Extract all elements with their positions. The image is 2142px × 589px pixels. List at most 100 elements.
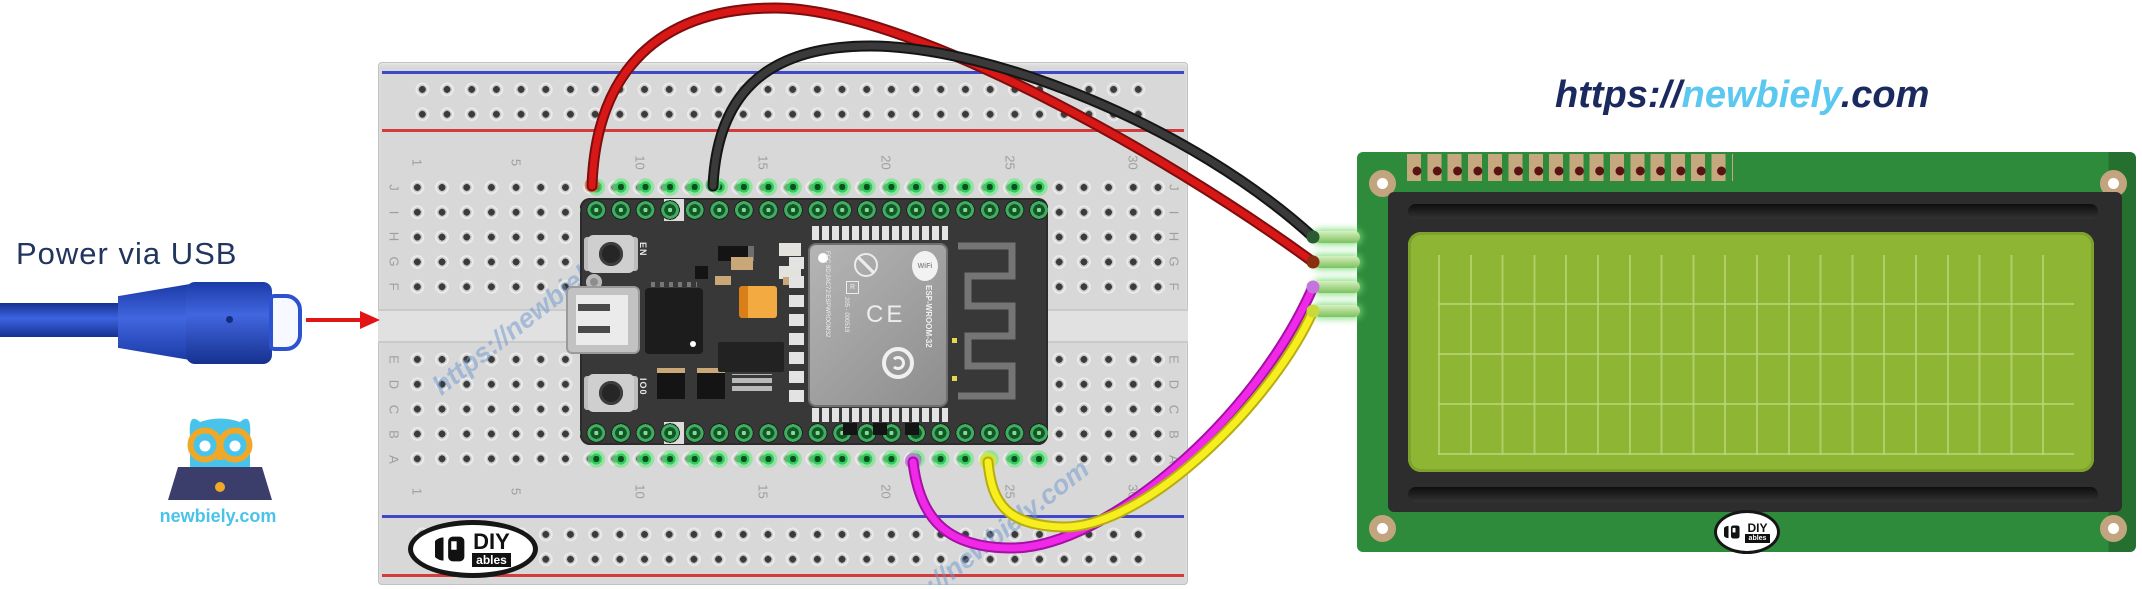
- wifi-logo-icon: WiFi: [912, 251, 938, 281]
- url-suffix: .com: [1840, 74, 1930, 116]
- diyables-mark-icon: [435, 536, 465, 562]
- esp32-bottom-pins: [580, 422, 1048, 444]
- pcb-antenna-icon: [952, 242, 1016, 400]
- diyables-logo-lcd: DIY ables: [1714, 510, 1780, 554]
- bottom-blue-rail-line: [382, 515, 1184, 518]
- owl-mascot-icon: [168, 418, 272, 500]
- smd-component: [657, 368, 685, 399]
- column-label: 25: [1002, 155, 1018, 170]
- row-label: I: [1166, 210, 1182, 215]
- lcd-character-grid: [1438, 255, 2074, 455]
- column-label: 10: [632, 155, 648, 170]
- smd-component: [843, 423, 857, 435]
- mascot-caption: newbiely.com: [159, 506, 277, 526]
- row-label: H: [386, 231, 402, 242]
- arrow-icon: [306, 311, 380, 329]
- usb-connector-tip: [269, 294, 302, 351]
- column-label: 1: [409, 487, 425, 496]
- serial-text: 205 - 000519: [843, 297, 849, 333]
- column-label: 5: [508, 487, 524, 496]
- row-label: J: [386, 184, 402, 191]
- row-label: E: [1166, 355, 1182, 364]
- ce-mark: CE: [866, 301, 906, 328]
- row-label: D: [386, 379, 402, 390]
- row-label: G: [1166, 256, 1182, 267]
- column-label: 20: [878, 484, 894, 499]
- module-top-pads: [812, 226, 948, 240]
- bottom-red-rail-line: [382, 574, 1184, 577]
- row-label: E: [386, 355, 402, 364]
- bezel-top-slit: [1408, 204, 2098, 219]
- registered-mark-icon: R: [846, 281, 859, 294]
- usb-connector-body: [186, 282, 272, 364]
- lcd-i2c-pin: [1314, 305, 1360, 317]
- mounting-hole: [1369, 170, 1396, 197]
- en-button-label: EN: [638, 242, 648, 257]
- diyables-logo-breadboard: DIY ables: [408, 520, 538, 578]
- lcd-i2c-pin: [1314, 231, 1360, 243]
- row-label: I: [386, 210, 402, 215]
- smd-component: [731, 257, 753, 270]
- glow-row-bottom: [584, 448, 1052, 470]
- esp-wroom-32-module: FCC 9D:2AC72:ESPWROOM32 R 205 - 000519 C…: [808, 243, 948, 407]
- row-label: F: [1166, 282, 1182, 291]
- row-label: D: [1166, 379, 1182, 390]
- top-red-rail-line: [382, 129, 1184, 132]
- no-trademark-icon: [854, 253, 878, 277]
- usb-connector-dot: [226, 316, 233, 323]
- smd-component: [697, 368, 725, 399]
- column-label: 30: [1125, 484, 1141, 499]
- column-label: 15: [755, 155, 771, 170]
- usb-cable: [0, 303, 126, 337]
- row-label: F: [386, 282, 402, 291]
- row-label: G: [386, 256, 402, 267]
- row-label: C: [1166, 404, 1182, 415]
- url-name: newbiely: [1681, 74, 1841, 116]
- fcc-text: FCC 9D:2AC72:ESPWROOM32: [824, 251, 830, 338]
- en-button: [588, 235, 634, 273]
- row-label: A: [1166, 455, 1182, 464]
- mounting-hole: [1369, 515, 1396, 542]
- site-url: https://newbiely.com: [1555, 74, 1955, 117]
- diyables-mark-icon: [1723, 525, 1740, 539]
- esp32-devkit-board: EN IO0 FCC 9D:2AC72:ESPWROOM32: [566, 198, 1048, 445]
- column-label: 5: [508, 158, 524, 167]
- usb-connector-grip: [118, 284, 190, 360]
- row-label: B: [386, 430, 402, 439]
- micro-usb-port: [566, 286, 640, 354]
- lcd-screen: [1408, 232, 2094, 472]
- lcd-i2c-pin: [1314, 256, 1360, 268]
- top-blue-rail-line: [382, 71, 1184, 74]
- glow-row-top: [584, 176, 1052, 198]
- column-label: 10: [632, 484, 648, 499]
- usb-uart-chip: [645, 282, 703, 354]
- module-side-pads: [789, 252, 804, 402]
- module-model-text: ESP-WROOM-32: [924, 285, 933, 348]
- boot-button: [588, 374, 634, 412]
- url-prefix: https://: [1555, 74, 1682, 116]
- smd-component: [715, 276, 731, 285]
- smd-component: [873, 423, 887, 435]
- lcd-i2c-pin: [1314, 281, 1360, 293]
- power-via-usb-label: Power via USB: [16, 236, 238, 271]
- row-label: H: [1166, 231, 1182, 242]
- row-label: C: [386, 404, 402, 415]
- voltage-regulator: [718, 342, 784, 391]
- smd-component: [905, 423, 919, 435]
- row-label: J: [1166, 184, 1182, 191]
- lcd-header-pads: [1407, 154, 1733, 181]
- diyables-brand-bottom: ables: [472, 553, 511, 567]
- lcd-bezel: [1388, 192, 2122, 512]
- boot-button-label: IO0: [638, 378, 648, 396]
- column-label: 25: [1002, 484, 1018, 499]
- smd-component: [695, 266, 708, 279]
- row-label: B: [1166, 430, 1182, 439]
- orange-capacitor: [739, 286, 777, 318]
- diyables-brand-top: DIY: [473, 529, 510, 554]
- column-label: 30: [1125, 155, 1141, 170]
- module-bottom-pads: [812, 408, 948, 422]
- column-label: 20: [878, 155, 894, 170]
- esp32-top-pins: [580, 199, 1048, 221]
- column-label: 1: [409, 158, 425, 167]
